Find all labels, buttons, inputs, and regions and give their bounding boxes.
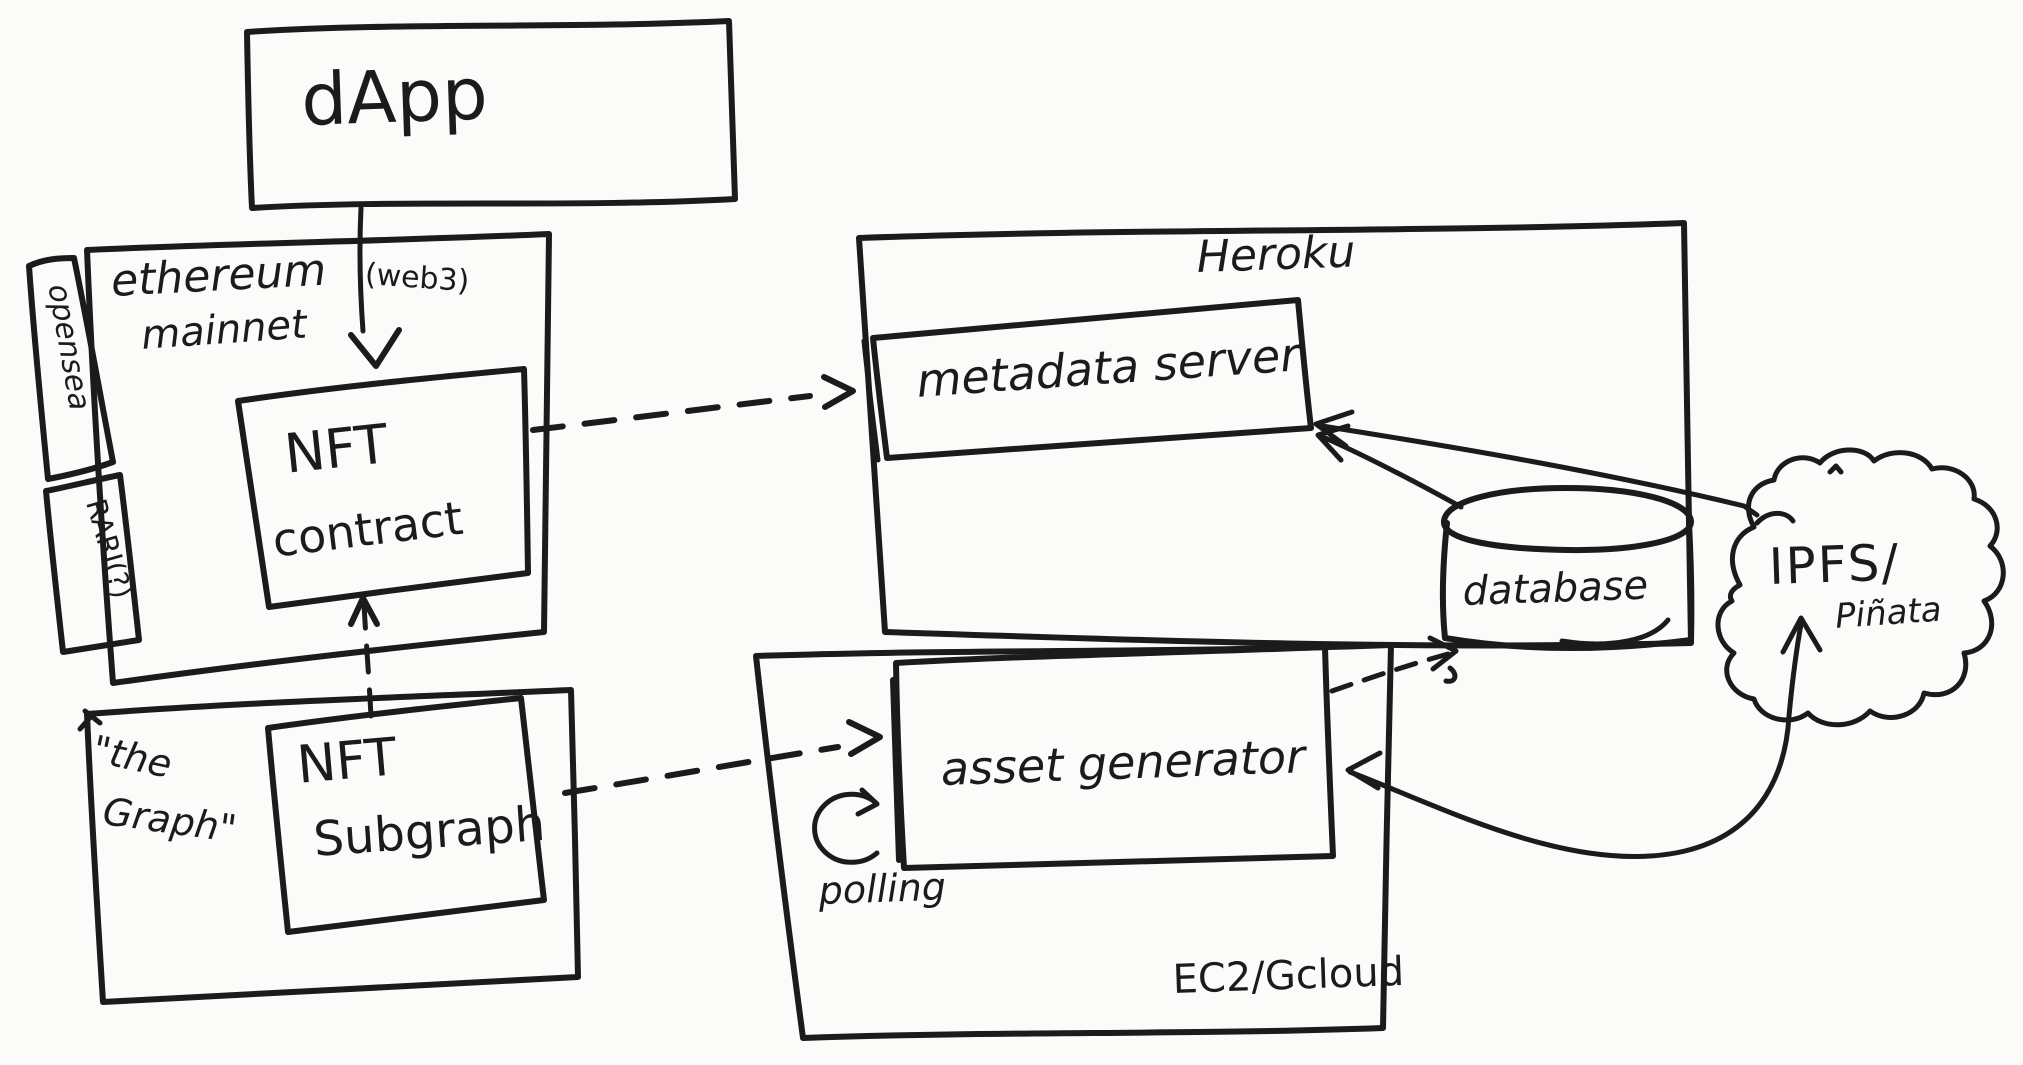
web3-arrow-label: (web3) — [363, 257, 471, 300]
asset-generator-label: asset generator — [939, 729, 1306, 796]
ipfs-to-metadata-arrowhead — [1313, 409, 1355, 449]
database-label: database — [1461, 562, 1649, 615]
nft-subgraph-label-line1: NFT — [294, 727, 400, 796]
metadata-server-box — [870, 297, 1314, 461]
ipfs-label-line2: Piñata — [1833, 589, 1943, 637]
web3-arrow-line — [357, 205, 366, 334]
ipfs-label-line1: IPFS/ — [1767, 533, 1902, 596]
subgraph-to-assetgen-arrow — [562, 744, 841, 796]
metadata-server-box-double-edge — [861, 338, 881, 463]
nft-contract-box — [235, 366, 531, 610]
dapp-box — [244, 18, 738, 211]
database-to-metadata-arrow — [1320, 434, 1464, 510]
assetgen-ipfs-curve-head-up — [1780, 615, 1823, 655]
assetgen-to-database-arrow — [1329, 651, 1451, 694]
polling-label: polling — [817, 864, 947, 913]
polling-loop-icon — [812, 787, 880, 865]
dapp-label: dApp — [299, 51, 489, 142]
database-cylinder — [1439, 485, 1695, 651]
nft-subgraph-box — [265, 695, 547, 935]
contract-to-metadata-arrow — [530, 393, 813, 433]
assetgen-ipfs-curve-head-left — [1345, 750, 1383, 791]
heroku-label: Heroku — [1195, 226, 1357, 283]
the-graph-box — [84, 687, 581, 1005]
web3-arrowhead — [348, 327, 402, 369]
the-graph-corner-tick — [77, 708, 103, 732]
ec2-gcloud-box — [753, 642, 1394, 1041]
subgraph-to-assetgen-arrowhead — [846, 719, 883, 757]
asset-generator-double-edge — [890, 677, 902, 863]
ipfs-cloud — [1715, 447, 2006, 728]
asset-generator-box — [893, 644, 1336, 871]
opensea-tab — [26, 255, 116, 482]
contract-to-metadata-arrowhead — [821, 374, 856, 410]
assetgen-ipfs-curve — [1347, 621, 1804, 860]
rari-tab — [43, 472, 142, 655]
ec2-gcloud-label: EC2/Gcloud — [1171, 948, 1405, 1003]
nft-contract-label-line1: NFT — [281, 412, 391, 486]
subgraph-to-contract-arrowhead — [348, 595, 380, 627]
assetgen-to-database-arrowhead — [1427, 635, 1459, 684]
ethereum-mainnet-box — [84, 231, 552, 686]
ethereum-label-line2: mainnet — [139, 301, 309, 359]
ethereum-label-line1: ethereum — [109, 244, 328, 307]
ipfs-to-metadata-arrow — [1319, 423, 1760, 518]
subgraph-to-contract-arrow — [361, 602, 374, 719]
